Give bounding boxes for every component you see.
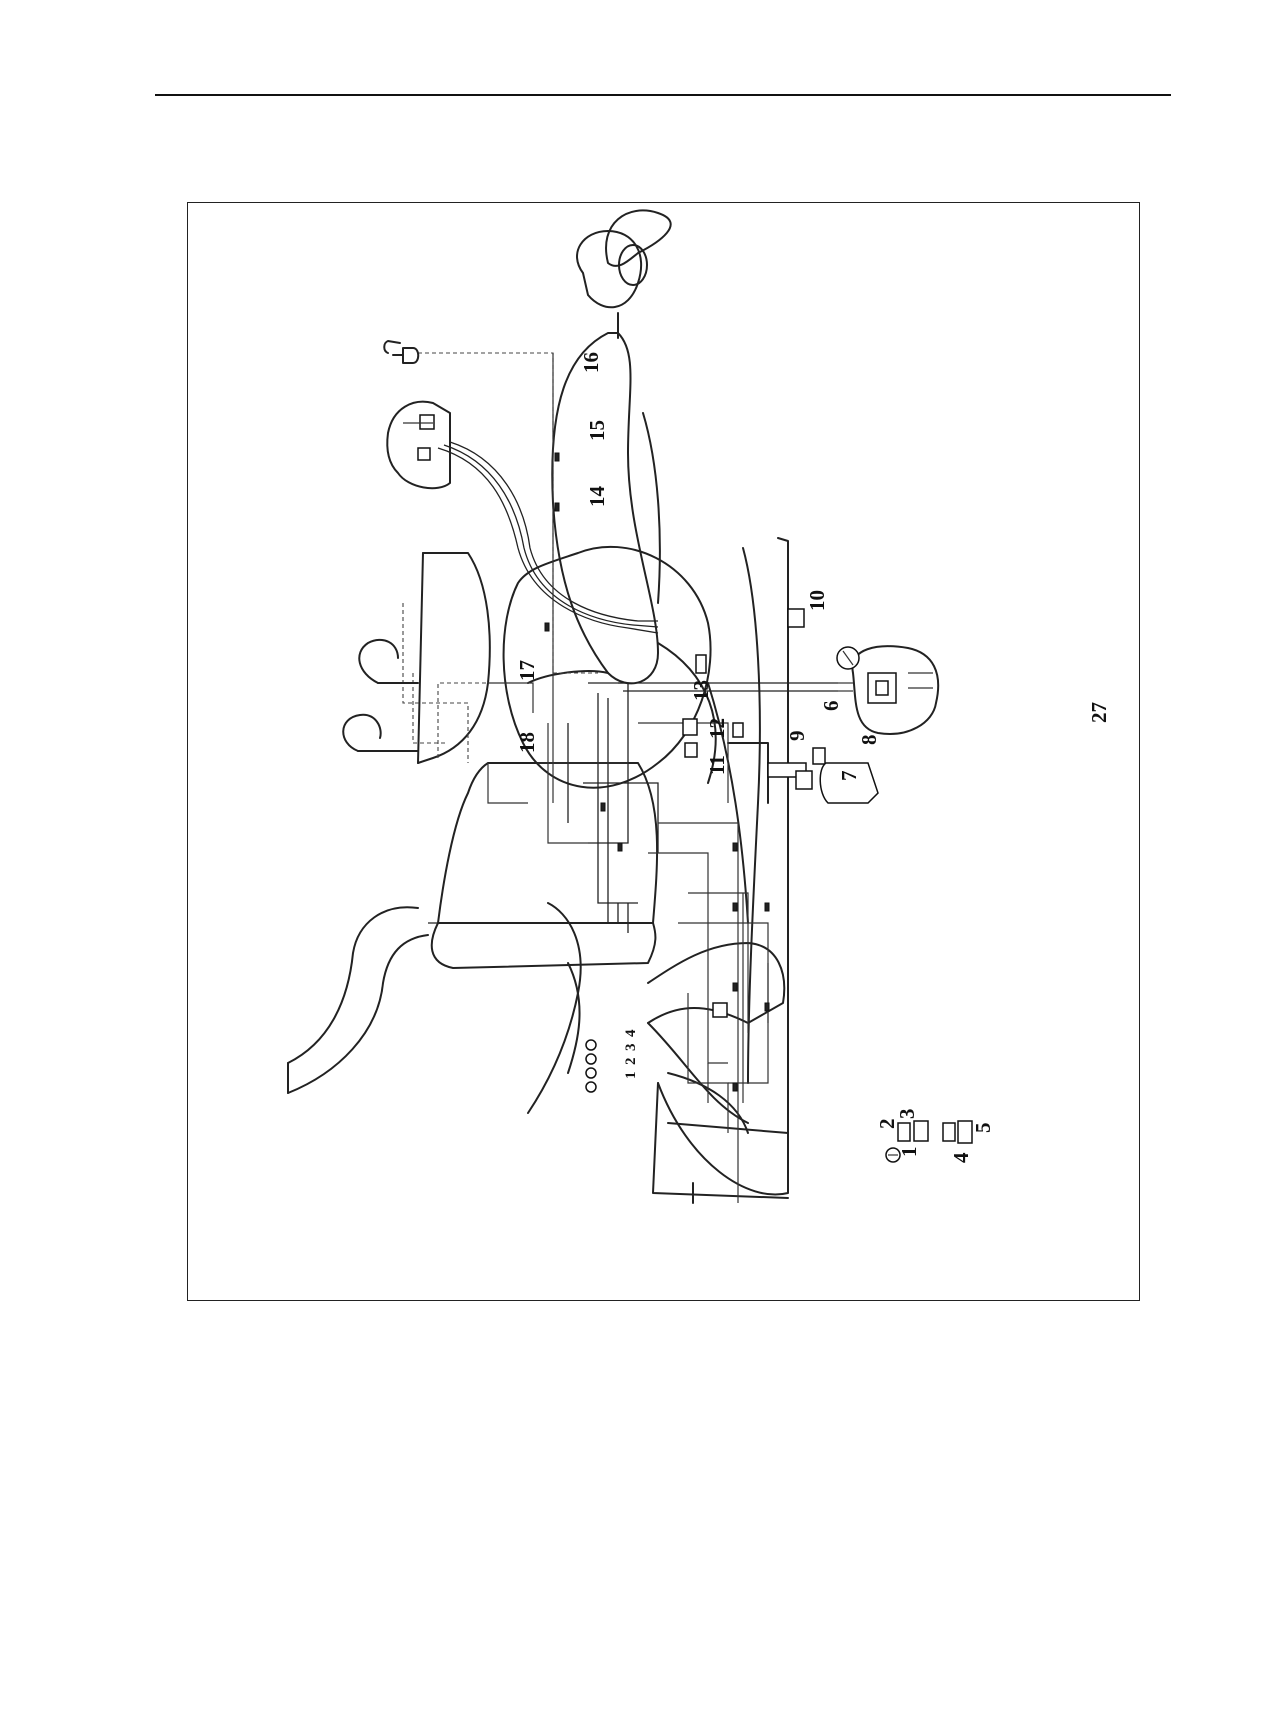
instrument-arm — [287, 906, 429, 1094]
valve-13b — [732, 722, 744, 738]
label-16: 16 — [579, 352, 603, 373]
water-bottle-8 — [819, 762, 879, 804]
valve-5 — [957, 1120, 973, 1144]
chair-floor-base — [652, 1082, 789, 1204]
valve-2 — [913, 1120, 929, 1142]
handpiece-holder — [386, 400, 451, 490]
label-3: 3 — [895, 1109, 919, 1120]
valve-4 — [942, 1122, 956, 1142]
label-2: 2 — [875, 1119, 899, 1130]
diagram-frame: 1 2 3 4 5 6 7 8 9 10 11 12 13 14 15 16 1… — [187, 202, 1140, 1301]
internal-piping — [402, 603, 838, 1203]
valve-7 — [812, 747, 826, 765]
headrest — [576, 209, 672, 339]
handpiece-hoses — [418, 352, 659, 803]
valve-11 — [682, 718, 698, 736]
label-13: 13 — [689, 680, 713, 701]
cabinet-body — [430, 762, 659, 1114]
valve-1 — [897, 1122, 911, 1142]
label-c4: 4 — [623, 1029, 639, 1037]
foot-control — [838, 645, 940, 735]
parts — [544, 452, 973, 1163]
label-c2: 2 — [623, 1058, 639, 1066]
label-10: 10 — [805, 590, 829, 611]
label-18: 18 — [515, 732, 539, 753]
dental-unit-pipeline-diagram: 1 2 3 4 5 6 7 8 9 10 11 12 13 14 15 16 1… — [287, 209, 1111, 1204]
label-8: 8 — [857, 735, 881, 746]
label-9: 9 — [785, 731, 809, 742]
label-5: 5 — [971, 1123, 995, 1134]
label-11: 11 — [705, 755, 729, 775]
block-9b — [795, 770, 813, 790]
label-1: 1 — [897, 1147, 921, 1158]
spittoon-bowl — [417, 552, 491, 764]
label-c1: 1 — [623, 1072, 639, 1080]
chair-armrest — [647, 942, 786, 1134]
valve-13 — [695, 654, 707, 674]
label-15: 15 — [585, 420, 609, 441]
label-27: 27 — [1087, 702, 1111, 723]
label-4: 4 — [949, 1152, 973, 1163]
air-water-syringe — [383, 340, 420, 364]
label-c3: 3 — [623, 1044, 639, 1052]
valve-12 — [684, 742, 698, 758]
label-17: 17 — [515, 660, 539, 681]
floor-box-pipes — [687, 893, 744, 1133]
header-rule — [155, 94, 1171, 96]
cup-filler-hooks — [342, 638, 419, 752]
valve-10 — [787, 608, 805, 628]
callout-labels: 1 2 3 4 5 6 7 8 9 10 11 12 13 14 15 16 1… — [515, 352, 1111, 1163]
label-6: 6 — [819, 701, 843, 712]
label-7: 7 — [837, 771, 861, 782]
label-12: 12 — [705, 718, 729, 739]
label-14: 14 — [585, 486, 609, 508]
